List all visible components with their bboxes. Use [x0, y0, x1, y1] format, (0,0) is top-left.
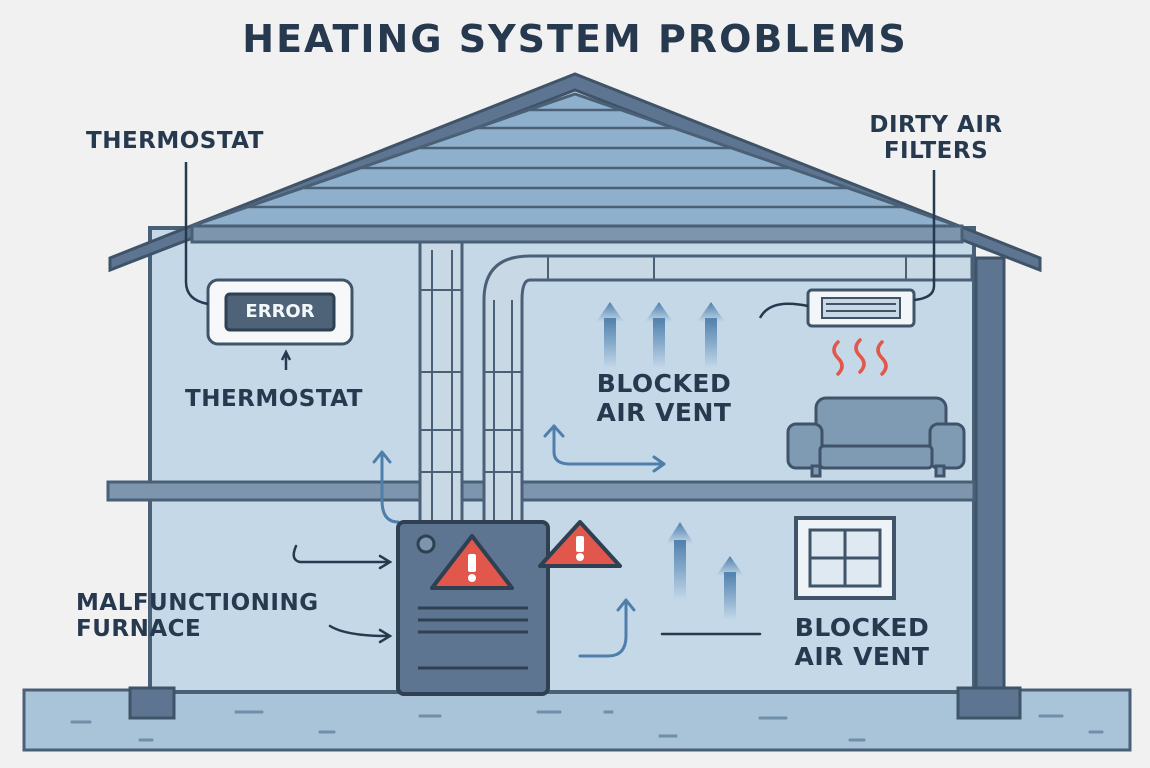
filter-leader [758, 170, 936, 319]
blocked-air-vent-label-upper: BLOCKED AIR VENT [578, 369, 750, 428]
air-filter-icon [806, 288, 916, 328]
malfunctioning-furnace-line2: FURNACE [76, 616, 202, 643]
thermostat-label-top: THERMOSTAT [86, 128, 264, 154]
callout-leaders [292, 544, 762, 644]
armchair-icon [786, 396, 966, 478]
window-icon [794, 516, 896, 600]
ground [22, 688, 1132, 752]
furnace [396, 520, 550, 696]
blocked-air-vent-upper-line1: BLOCKED [596, 369, 732, 398]
warning-icon [538, 520, 622, 568]
thermostat-label-bottom: THERMOSTAT [185, 386, 363, 412]
warning-icon [430, 534, 514, 590]
blocked-air-vent-upper-line2: AIR VENT [596, 397, 732, 427]
dirty-air-filters-line1: DIRTY AIR [869, 112, 1003, 138]
thermostat-icon [206, 278, 354, 346]
thermostat-leader [184, 162, 292, 370]
malfunctioning-furnace-line1: MALFUNCTIONING [76, 590, 319, 616]
ductwork [418, 240, 974, 524]
airflow-arrows [372, 302, 744, 658]
thermostat-display: ERROR [245, 301, 315, 322]
roof [108, 72, 1042, 273]
dirty-air-filters-label: DIRTY AIR FILTERS [846, 112, 1026, 165]
diagram-title: HEATING SYSTEM PROBLEMS [242, 17, 908, 61]
blocked-air-vent-lower-line2: AIR VENT [794, 641, 930, 671]
malfunctioning-furnace-label: MALFUNCTIONING FURNACE [76, 590, 319, 643]
heat-waves-icon [832, 338, 888, 376]
blocked-air-vent-label-lower: BLOCKED AIR VENT [772, 613, 952, 672]
blocked-air-vent-lower-line1: BLOCKED [794, 613, 930, 642]
dirty-air-filters-line2: FILTERS [883, 138, 989, 165]
